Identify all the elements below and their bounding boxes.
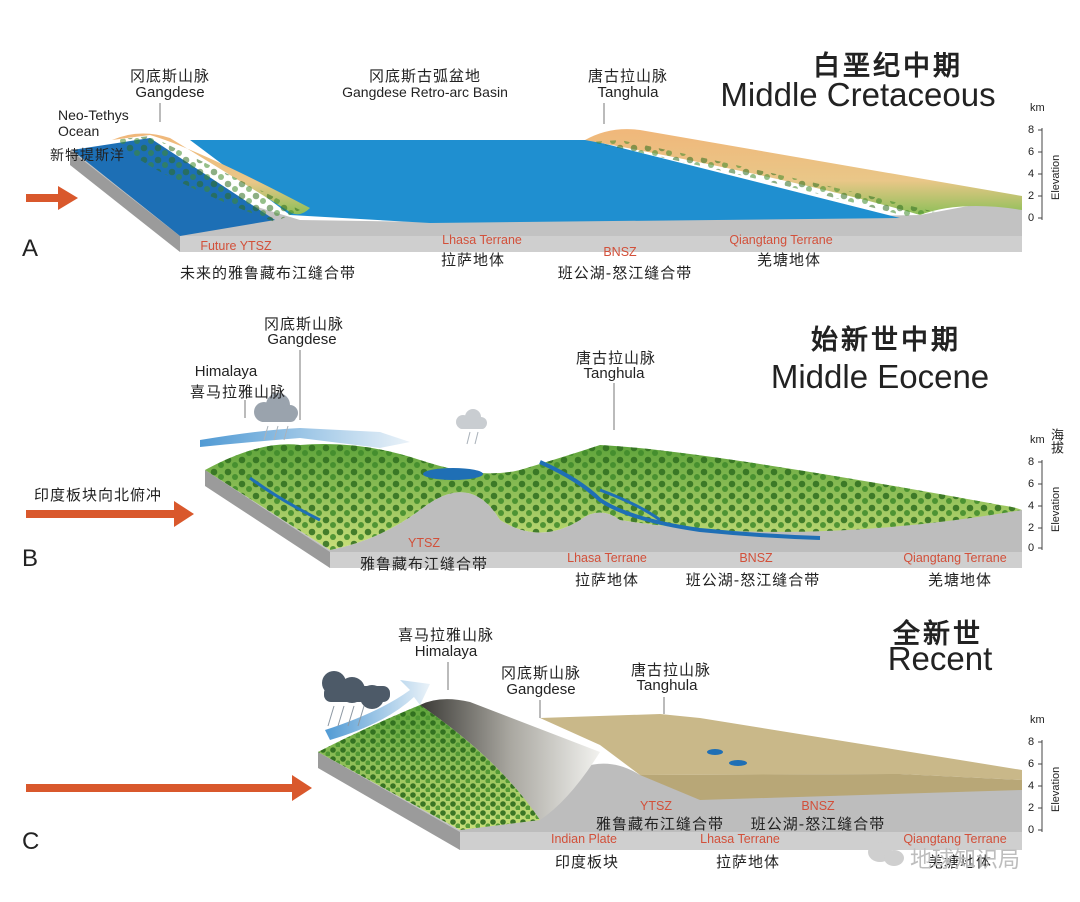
panel-a-axis — [1038, 128, 1042, 220]
panel-a-tanghula-zh: 唐古拉山脉 — [588, 65, 668, 86]
panel-a-ocean-en-1: Neo-Tethys — [58, 107, 129, 123]
panel-c-title-en: Recent — [888, 640, 993, 678]
panel-b-tick: 4 — [1028, 500, 1034, 512]
cloud-icon — [456, 409, 487, 429]
panel-b-axis-unit-zh: 海拔 — [1046, 428, 1065, 454]
panel-a-tick: 4 — [1028, 168, 1034, 180]
panel-b-title-en: Middle Eocene — [771, 358, 989, 396]
panel-a-arrow — [26, 186, 78, 210]
panel-c-lhasa-zh: 拉萨地体 — [716, 851, 780, 872]
panel-a-gangdese-en: Gangdese — [135, 84, 204, 101]
panel-b-tanghula-en: Tanghula — [584, 365, 645, 382]
panel-a-future-ytsz: Future YTSZ — [200, 239, 271, 253]
panel-b-lhasa: Lhasa Terrane — [567, 551, 647, 565]
panel-c-gangdese-en: Gangdese — [506, 681, 575, 698]
panel-b-push-zh: 印度板块向北俯冲 — [34, 484, 162, 505]
panel-c-tick: 8 — [1028, 736, 1034, 748]
watermark: 地球知识局 — [910, 842, 1020, 874]
panel-c-himalaya-en: Himalaya — [415, 643, 478, 660]
cloud-icon — [322, 671, 390, 709]
panel-b-block — [205, 444, 1022, 568]
panel-c-arrow — [26, 775, 312, 801]
panel-b-bnsz: BNSZ — [739, 551, 772, 565]
panel-b-tick: 6 — [1028, 478, 1034, 490]
panel-c-letter: C — [22, 828, 39, 856]
panel-a-tick: 6 — [1028, 146, 1034, 158]
panel-c-indian-plate-zh: 印度板块 — [555, 851, 619, 872]
panel-a-axis-label: Elevation — [1050, 155, 1062, 200]
panel-a-ocean-zh: 新特提斯洋 — [50, 145, 125, 165]
panel-a-bnsz-zh: 班公湖-怒江缝合带 — [558, 262, 692, 283]
panel-a-lhasa-zh: 拉萨地体 — [441, 249, 505, 270]
panel-b-ytsz-zh: 雅鲁藏布江缝合带 — [360, 553, 488, 574]
panel-a-qiangtang: Qiangtang Terrane — [729, 233, 832, 247]
panel-b-lhasa-zh: 拉萨地体 — [575, 569, 639, 590]
panel-c-ytsz-zh: 雅鲁藏布江缝合带 — [596, 813, 724, 834]
panel-a-tanghula-en: Tanghula — [598, 84, 659, 101]
panel-c-himalaya-zh: 喜马拉雅山脉 — [398, 624, 494, 645]
panel-c-gangdese-zh: 冈底斯山脉 — [501, 662, 581, 683]
panel-c-tick: 4 — [1028, 780, 1034, 792]
panel-c-tick: 6 — [1028, 758, 1034, 770]
panel-c-axis-label: Elevation — [1050, 767, 1062, 812]
panel-b-tick: 0 — [1028, 542, 1034, 554]
panel-a-title-en: Middle Cretaceous — [720, 76, 995, 114]
panel-c-axis — [1038, 740, 1042, 832]
panel-c-ytsz: YTSZ — [640, 799, 672, 813]
panel-a-basin-zh: 冈底斯古弧盆地 — [369, 65, 481, 86]
panel-c-tick: 2 — [1028, 802, 1034, 814]
panel-b-tick: 2 — [1028, 522, 1034, 534]
panel-b-ytsz: YTSZ — [408, 536, 440, 550]
panel-c-bnsz-zh: 班公湖-怒江缝合带 — [751, 813, 885, 834]
panel-a-future-ytsz-zh: 未来的雅鲁藏布江缝合带 — [180, 262, 356, 283]
panel-a-tick: 8 — [1028, 124, 1034, 136]
panel-c-tick: 0 — [1028, 824, 1034, 836]
panel-b-axis-unit: km — [1030, 434, 1045, 446]
panel-a-lhasa: Lhasa Terrane — [442, 233, 522, 247]
panel-c-lhasa: Lhasa Terrane — [700, 832, 780, 846]
panel-b-axis-label: Elevation — [1050, 487, 1062, 532]
panel-a-axis-unit: km — [1030, 102, 1045, 114]
panel-b-title-zh: 始新世中期 — [811, 318, 961, 357]
panel-a-bnsz: BNSZ — [603, 245, 636, 259]
panel-b-letter: B — [22, 545, 38, 573]
panel-b-bnsz-zh: 班公湖-怒江缝合带 — [686, 569, 820, 590]
panel-a-basin-en: Gangdese Retro-arc Basin — [342, 84, 508, 100]
panel-a-qiangtang-zh: 羌塘地体 — [757, 249, 821, 270]
panel-a-gangdese-zh: 冈底斯山脉 — [130, 65, 210, 86]
panel-b-gangdese-en: Gangdese — [267, 331, 336, 348]
panel-a-letter: A — [22, 235, 38, 263]
panel-a-tick: 2 — [1028, 190, 1034, 202]
panel-a-tick: 0 — [1028, 212, 1034, 224]
panel-c-tanghula-en: Tanghula — [637, 677, 698, 694]
panel-b-himalaya-zh: 喜马拉雅山脉 — [190, 381, 286, 402]
panel-c-axis-unit: km — [1030, 714, 1045, 726]
panel-c-bnsz: BNSZ — [801, 799, 834, 813]
panel-b-qiangtang-zh: 羌塘地体 — [928, 569, 992, 590]
panel-c-indian-plate: Indian Plate — [551, 832, 617, 846]
panel-a-leader-lines — [160, 103, 604, 124]
panel-b-leader-lines — [245, 350, 614, 430]
panel-b-himalaya-en: Himalaya — [195, 363, 258, 380]
panel-b-axis — [1038, 460, 1042, 550]
panel-a-block — [70, 129, 1022, 252]
panel-b-tick: 8 — [1028, 456, 1034, 468]
panel-a-ocean-en-2: Ocean — [58, 123, 99, 139]
panel-b-qiangtang: Qiangtang Terrane — [903, 551, 1006, 565]
